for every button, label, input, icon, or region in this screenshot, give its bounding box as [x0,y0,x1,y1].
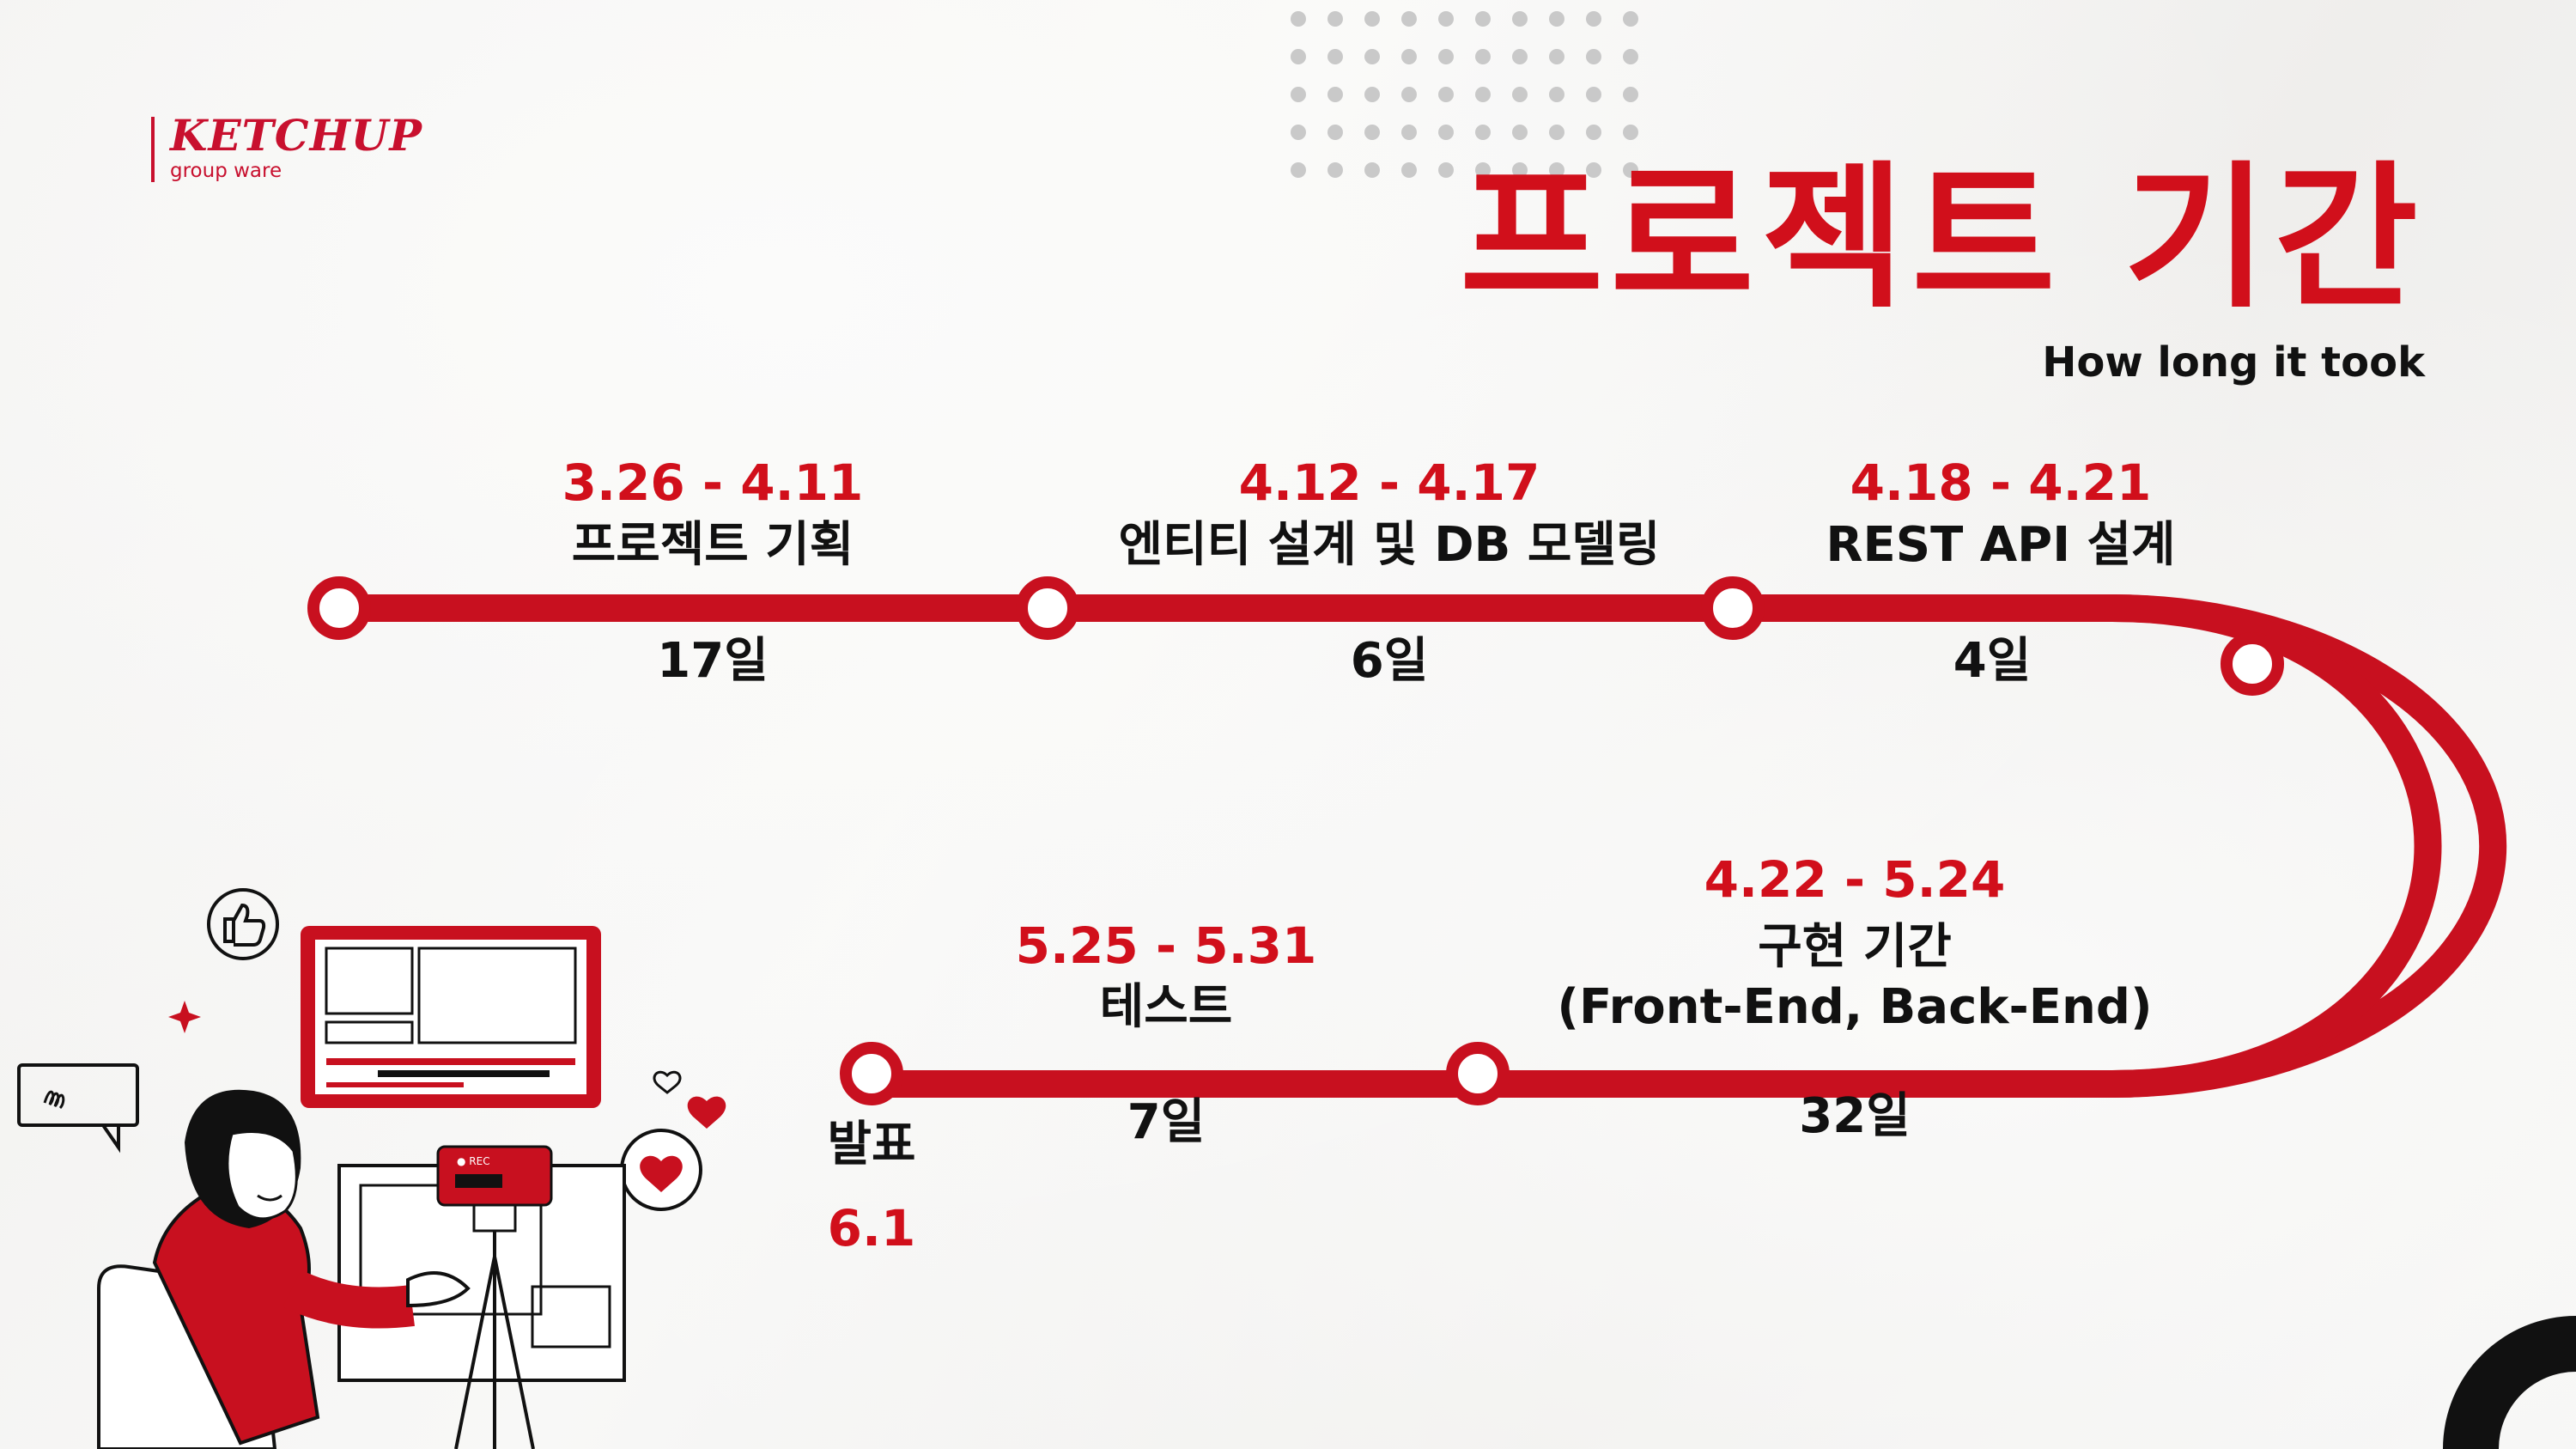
phase-4-name-line1: 구현 기간 [1758,919,1952,975]
grid-dot [1512,87,1528,102]
grid-dot [1586,49,1601,64]
phase-5-duration: 7일 [1127,1094,1206,1150]
grid-dot [1512,125,1528,140]
grid-dot [1623,87,1638,102]
grid-dot [1512,162,1528,178]
grid-dot [1475,87,1491,102]
grid-dot [1291,87,1306,102]
phase-2-dates: 4.12 - 4.17 [1238,454,1540,512]
thumbs-up-icon [207,888,279,960]
phone-tripod: ● REC [436,1145,553,1449]
grid-dot [1291,125,1306,140]
grid-dot [1475,11,1491,27]
page-subtitle: How long it took [2042,338,2425,387]
phase-4-duration: 32일 [1799,1088,1911,1144]
person [152,1089,471,1446]
dot-grid [1291,11,1638,178]
grid-dot [1291,162,1306,178]
speech-bubble-icon [17,1063,139,1154]
small-heart-outline-icon [653,1070,682,1094]
final-date: 6.1 [827,1199,916,1257]
milestone-node-3 [1701,576,1765,640]
grid-dot [1327,49,1343,64]
grid-dot [1401,49,1417,64]
grid-dot [1327,125,1343,140]
grid-dot [1364,125,1380,140]
grid-dot [1549,49,1564,64]
phase-1-duration: 17일 [657,633,769,689]
grid-dot [1623,11,1638,27]
phase-4-dates: 4.22 - 5.24 [1704,850,2006,909]
grid-dot [1438,87,1454,102]
page-title: 프로젝트 기간 [1459,147,2425,329]
sparkle-icon [168,1001,201,1033]
rec-label: ● REC [457,1155,490,1167]
heart-icon [687,1096,726,1129]
grid-dot [1291,11,1306,27]
grid-dot [1512,49,1528,64]
grid-dot [1327,87,1343,102]
brand-logo: KETCHUP [170,110,423,161]
milestone-node-4 [2221,632,2284,696]
grid-dot [1623,49,1638,64]
phase-1-dates: 3.26 - 4.11 [562,454,864,512]
grid-dot [1438,49,1454,64]
milestone-node-5 [1446,1042,1510,1105]
phase-5-dates: 5.25 - 5.31 [1015,916,1317,975]
phase-3-duration: 4일 [1953,633,2032,689]
grid-dot [1549,162,1564,178]
logo-accent-bar [151,117,155,182]
grid-dot [1623,125,1638,140]
final-name: 발표 [827,1117,916,1172]
grid-dot [1401,125,1417,140]
grid-dot [1364,87,1380,102]
grid-dot [1438,125,1454,140]
phase-3-dates: 4.18 - 4.21 [1850,454,2152,512]
grid-dot [1401,162,1417,178]
grid-dot [1291,49,1306,64]
grid-dot [1364,49,1380,64]
grid-dot [1549,11,1564,27]
phase-2-duration: 6일 [1350,633,1429,689]
grid-dot [1364,162,1380,178]
grid-dot [1623,162,1638,178]
grid-dot [1327,11,1343,27]
grid-dot [1401,87,1417,102]
grid-dot [1475,125,1491,140]
timeline-curve [2111,594,2442,1098]
corner-arc [2443,1316,2576,1449]
heart-bubble-icon [620,1129,702,1211]
grid-dot [1364,11,1380,27]
phase-4-name-line2: (Front-End, Back-End) [1557,979,2153,1035]
grid-dot [1438,162,1454,178]
monitor-screen [301,926,601,1108]
grid-dot [1586,162,1601,178]
milestone-node-2 [1016,576,1079,640]
grid-dot [1512,11,1528,27]
grid-dot [1438,11,1454,27]
grid-dot [1586,125,1601,140]
grid-dot [1586,11,1601,27]
milestone-node-final [840,1042,903,1105]
phase-2-name: 엔티티 설계 및 DB 모델링 [1118,517,1661,573]
grid-dot [1475,162,1491,178]
brand-tagline: group ware [170,160,283,182]
grid-dot [1586,87,1601,102]
grid-dot [1549,125,1564,140]
phase-1-name: 프로젝트 기획 [571,517,854,573]
phase-5-name: 테스트 [1099,979,1233,1035]
grid-dot [1549,87,1564,102]
phase-3-name: REST API 설계 [1826,517,2176,573]
milestone-node-1 [307,576,371,640]
grid-dot [1327,162,1343,178]
grid-dot [1401,11,1417,27]
grid-dot [1475,49,1491,64]
